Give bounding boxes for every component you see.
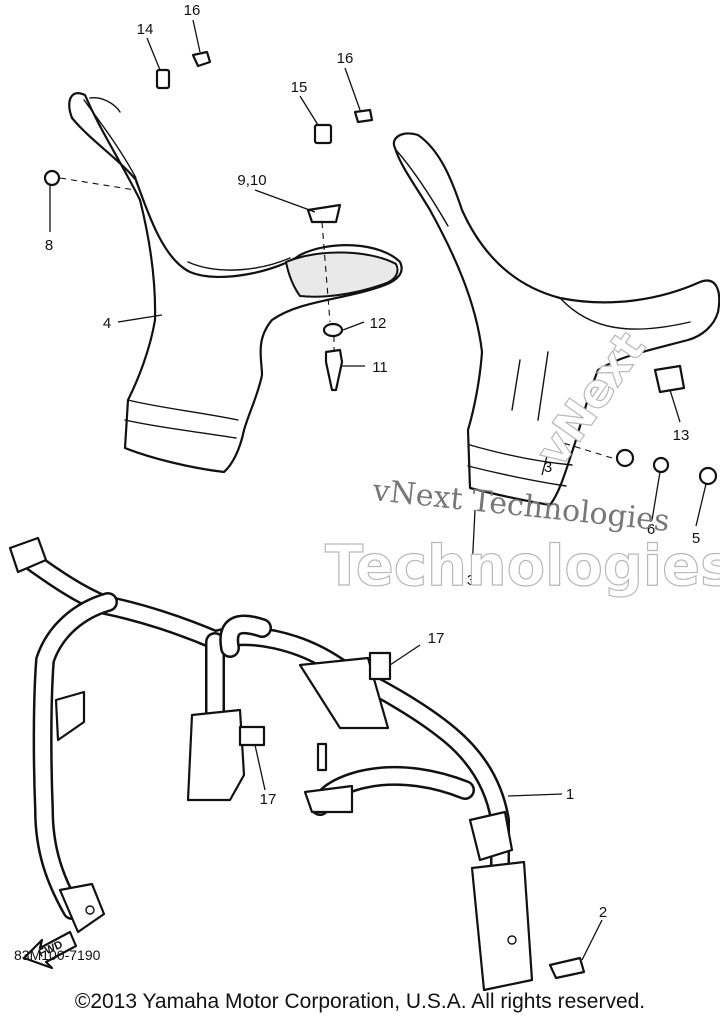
nut-15 (313, 123, 333, 145)
stud (316, 742, 328, 772)
callout-5: 5 (692, 530, 700, 547)
screw-16a (191, 50, 212, 68)
screw-5 (698, 466, 718, 486)
callout-4: 4 (103, 315, 111, 332)
small-fasteners (43, 50, 718, 980)
callout-15: 15 (291, 79, 308, 96)
right-fender-cover (392, 132, 720, 507)
callout-16: 16 (184, 2, 201, 19)
callout-2: 2 (599, 904, 607, 921)
callout-6: 6 (647, 521, 655, 538)
callout-16: 16 (337, 50, 354, 67)
bolt-2 (548, 956, 586, 980)
bolt-11 (324, 348, 344, 392)
callout-17: 17 (428, 630, 445, 647)
nut-13 (653, 364, 686, 394)
nut-6 (652, 456, 670, 474)
callout-3: 3 (544, 459, 552, 476)
callout-9-10: 9,10 (237, 172, 266, 189)
leader-lines (49, 19, 707, 961)
callout-labels: 14 16 16 15 8 9,10 4 12 11 13 5 6 3 3 17… (45, 2, 700, 921)
washer-12 (322, 322, 344, 338)
callout-14: 14 (137, 21, 154, 38)
nut-3 (615, 448, 635, 468)
figure-code: 83M100-7190 (14, 947, 101, 963)
pad-17b (238, 725, 266, 747)
bracket-9 (306, 203, 342, 224)
callout-12: 12 (370, 315, 387, 332)
callout-1: 1 (566, 786, 574, 803)
watermark-technologies: Technologies (325, 534, 720, 599)
callout-8: 8 (45, 237, 53, 254)
left-fender-cover (68, 92, 403, 474)
callout-11: 11 (372, 359, 388, 376)
callout-17: 17 (260, 791, 277, 808)
callout-3: 3 (467, 572, 475, 589)
frame-brackets (8, 536, 534, 992)
clip-14 (155, 68, 171, 90)
callout-13: 13 (673, 427, 690, 444)
screw-16b (353, 108, 374, 124)
assembly-lines (59, 177, 613, 459)
pad-17a (368, 651, 392, 681)
grommet-8 (43, 169, 61, 187)
copyright-notice: ©2013 Yamaha Motor Corporation, U.S.A. A… (74, 990, 646, 1013)
